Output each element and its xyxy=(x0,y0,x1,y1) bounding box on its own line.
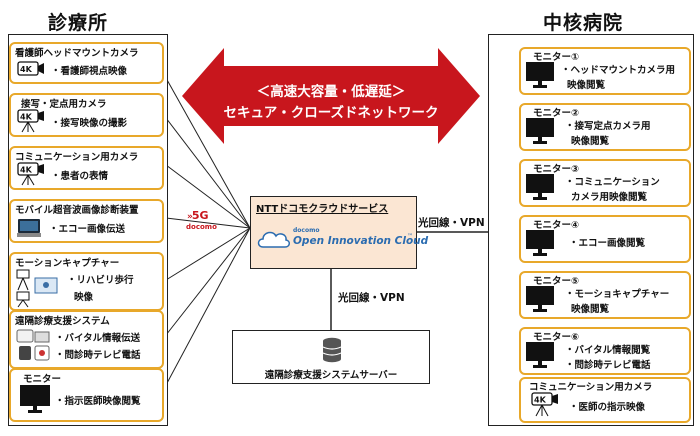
card-title: モニター④ xyxy=(533,220,580,231)
card-title: モニター① xyxy=(533,52,580,63)
fiber-vpn-right-label: 光回線・VPN xyxy=(418,217,485,229)
medical-devices-icon xyxy=(16,329,50,361)
card-line: ・リハビリ歩行 xyxy=(67,275,134,286)
card-title: モニター xyxy=(23,374,62,385)
card-line: カメラ用映像閲覧 xyxy=(571,192,648,203)
hospital-item-monitor-1: モニター① ・ヘッドマウントカメラ用 映像閲覧 xyxy=(519,47,691,95)
card-title: モーションキャプチャー xyxy=(15,258,120,269)
clinic-item-communication-camera: コミュニケーション用カメラ 4K ・患者の表情 xyxy=(9,146,164,190)
card-title: モニター⑤ xyxy=(533,276,580,287)
monitor-icon xyxy=(526,62,554,88)
card-line: ・コミュニケーション xyxy=(565,177,660,188)
monitor-icon xyxy=(526,342,554,368)
card-title: 看護師ヘッドマウントカメラ xyxy=(15,48,139,59)
hospital-item-monitor-3: モニター③ ・コミュニケーション カメラ用映像閲覧 xyxy=(519,159,691,207)
signal-icon: » xyxy=(187,212,193,222)
network-arrow-line1: ＜高速大容量・低遅延＞ xyxy=(256,84,406,100)
card-title: 遠隔診療支援システム xyxy=(15,316,110,327)
card-line: ・問診時テレビ電話 xyxy=(565,360,651,371)
fiveg-badge: »5G xyxy=(187,209,209,222)
card-title: モニター⑥ xyxy=(533,332,580,343)
cloud-logo-icon xyxy=(257,231,290,248)
logo-small-text: docomo xyxy=(293,227,320,234)
server-label: 遠隔診療支援システムサーバー xyxy=(264,370,398,381)
card-line: 映像閲覧 xyxy=(567,80,606,91)
monitor-icon xyxy=(20,385,50,413)
hospital-item-monitor-6: モニター⑥ ・バイタル情報閲覧 ・問診時テレビ電話 xyxy=(519,327,691,375)
hospital-panel: モニター① ・ヘッドマウントカメラ用 映像閲覧 モニター② ・接写定点カメラ用 … xyxy=(488,34,694,426)
card-line: ・モーショキャプチャー xyxy=(565,289,670,300)
hospital-item-communication-camera: コミュニケーション用カメラ 4K ・医師の指示映像 xyxy=(519,377,691,423)
secure-network-arrow xyxy=(182,48,480,144)
card-line: ・指示医師映像閲覧 xyxy=(55,396,141,407)
card-title: コミュニケーション用カメラ xyxy=(529,382,653,393)
4k-camera-tripod-icon: 4K xyxy=(531,392,558,417)
card-line: ・バイタル情報伝送 xyxy=(55,333,141,344)
monitor-icon xyxy=(526,230,554,256)
card-line: ・患者の表情 xyxy=(51,171,109,182)
card-title: モニター③ xyxy=(533,164,580,175)
monitor-icon xyxy=(526,286,554,312)
svg-text:4K: 4K xyxy=(20,65,33,74)
hospital-item-monitor-5: モニター⑤ ・モーショキャプチャー 映像閲覧 xyxy=(519,271,691,319)
card-title: 接写・定点用カメラ xyxy=(21,99,107,110)
cloud-service-title: NTTドコモクラウドサービス xyxy=(256,204,389,215)
card-line: ・エコー画像閲覧 xyxy=(569,238,646,249)
clinic-item-monitor: モニター ・指示医師映像閲覧 xyxy=(9,368,164,422)
clinic-item-motion-capture: モーションキャプチャー ・リハビリ歩行 映像 xyxy=(9,252,164,311)
card-line: 映像 xyxy=(74,292,94,303)
logo-main-text: Open Innovation Cloud xyxy=(293,235,429,247)
clinic-item-remote-support: 遠隔診療支援システム ・バイタル情報伝送 ・問診時テレビ電話 xyxy=(9,310,164,369)
svg-text:4K: 4K xyxy=(20,113,33,122)
4k-camera-icon: 4K xyxy=(17,61,44,76)
ultrasound-device-icon xyxy=(17,219,41,237)
card-line: 映像閲覧 xyxy=(571,304,610,315)
card-title: コミュニケーション用カメラ xyxy=(15,152,139,163)
clinic-item-macro-camera: 接写・定点用カメラ 4K ・接写映像の撮影 xyxy=(9,93,164,137)
4k-camera-tripod-icon: 4K xyxy=(17,162,44,186)
cloud-service-box: NTTドコモクラウドサービス docomo Open Innovation Cl… xyxy=(250,196,428,269)
network-arrow-line2: セキュア・クローズドネットワーク xyxy=(223,105,439,121)
card-line: ・ヘッドマウントカメラ用 xyxy=(561,65,676,76)
database-icon xyxy=(322,337,342,363)
fiber-vpn-down-label: 光回線・VPN xyxy=(338,292,405,304)
card-line: ・問診時テレビ電話 xyxy=(55,350,141,361)
svg-text:4K: 4K xyxy=(534,396,547,405)
hospital-title: 中核病院 xyxy=(543,12,624,34)
fiveg-label: 5G xyxy=(191,209,209,222)
card-line: ・エコー画像伝送 xyxy=(49,224,126,235)
fiveg-sub: docomo xyxy=(186,223,217,231)
card-line: ・医師の指示映像 xyxy=(569,402,646,413)
logo-tm: ™ xyxy=(407,233,413,240)
card-line: 映像閲覧 xyxy=(571,136,610,147)
card-title: モバイル超音波画像診断装置 xyxy=(15,205,139,216)
server-box: 遠隔診療支援システムサーバー xyxy=(232,330,430,384)
card-title: モニター② xyxy=(533,108,580,119)
monitor-icon xyxy=(526,118,554,144)
clinic-item-head-mount-camera: 看護師ヘッドマウントカメラ 4K ・看護師視点映像 xyxy=(9,42,164,84)
card-line: ・バイタル情報閲覧 xyxy=(565,345,651,356)
clinic-panel: 看護師ヘッドマウントカメラ 4K ・看護師視点映像 接写・定点用カメラ 4K ・… xyxy=(8,34,168,426)
clinic-title: 診療所 xyxy=(48,12,109,34)
motion-capture-icon xyxy=(16,269,58,308)
card-line: ・接写定点カメラ用 xyxy=(565,121,651,132)
svg-text:4K: 4K xyxy=(20,166,33,175)
card-line: ・接写映像の撮影 xyxy=(51,118,128,129)
clinic-item-ultrasound: モバイル超音波画像診断装置 ・エコー画像伝送 xyxy=(9,199,164,243)
4k-camera-tripod-icon: 4K xyxy=(17,109,44,133)
monitor-icon xyxy=(526,174,554,200)
card-line: ・看護師視点映像 xyxy=(51,66,128,77)
hospital-item-monitor-2: モニター② ・接写定点カメラ用 映像閲覧 xyxy=(519,103,691,151)
hospital-item-monitor-4: モニター④ ・エコー画像閲覧 xyxy=(519,215,691,263)
